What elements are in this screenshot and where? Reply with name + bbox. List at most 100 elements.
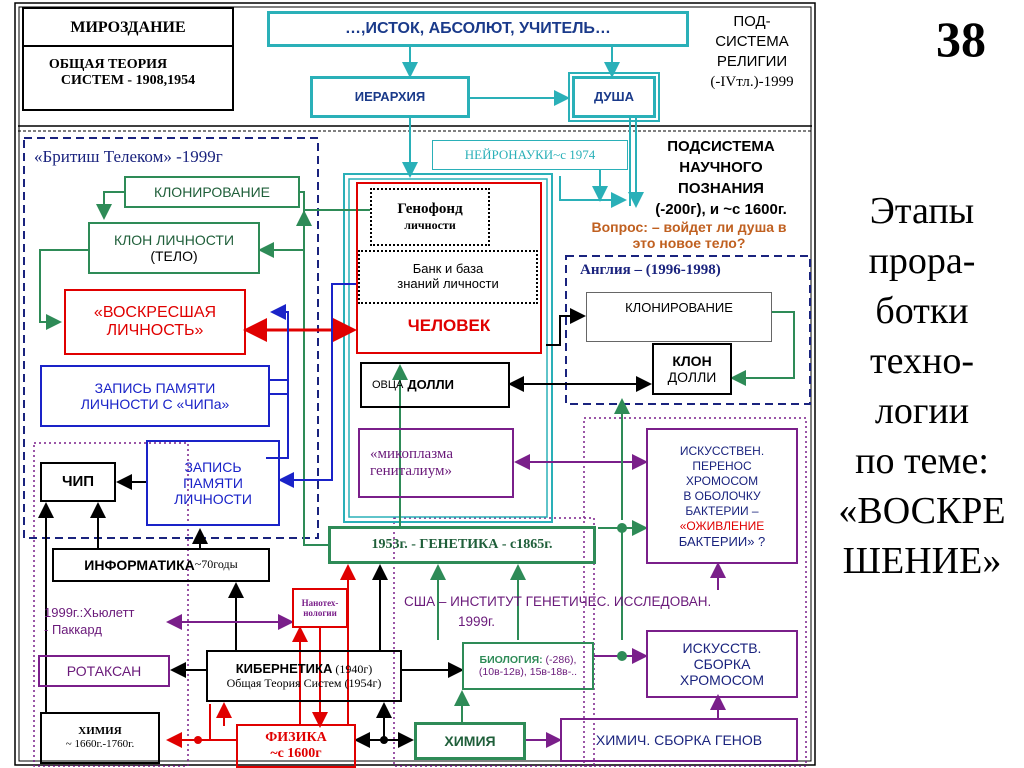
- science-line-1: ПОДСИСТЕМА: [667, 138, 775, 155]
- memory-chip-box: ЗАПИСЬ ПАМЯТИ ЛИЧНОСТИ С «ЧИПа»: [40, 365, 270, 427]
- genetics-up-line: [303, 250, 328, 546]
- hp-line-2: - Паккард: [44, 622, 102, 637]
- title-line-2: прора-: [868, 240, 976, 282]
- transfer-line-3: ХРОМОСОМ: [685, 473, 759, 488]
- human-label: ЧЕЛОВЕК: [407, 316, 491, 336]
- purple-region-left: [33, 442, 189, 767]
- chem-genes-box: ХИМИЧ. СБОРКА ГЕНОВ: [560, 718, 798, 762]
- transfer-box: ИСКУССТВЕН. ПЕРЕНОС ХРОМОСОМ В ОБОЛОЧКУ …: [646, 428, 798, 564]
- genofond-to-cloning-line: [300, 191, 305, 210]
- memory-chip-to-resurrected-line: [268, 304, 289, 395]
- british-title: «Бритиш Телеком» -1999г: [34, 147, 223, 166]
- england-region: [565, 255, 811, 405]
- clone-line-1: КЛОН ЛИЧНОСТИ: [113, 231, 235, 248]
- neuro-box: НЕЙРОНАУКИ~с 1974: [432, 140, 628, 170]
- physics-box: ФИЗИКА ~с 1600г: [236, 724, 356, 768]
- neuro-label: НЕЙРОНАУКИ~с 1974: [464, 146, 596, 162]
- red-junction: [194, 736, 202, 744]
- nano-line-1: Нанотех-: [301, 597, 339, 608]
- question-text: Вопрос: – войдет ли душа в это новое тел…: [556, 219, 822, 251]
- science-subsystem: ПОДСИСТЕМА НАУЧНОГО ПОЗНАНИЯ (-200г), и …: [636, 136, 806, 220]
- bio-years-1: (-286),: [545, 653, 577, 666]
- informatics-label: ИНФОРМАТИКА: [84, 556, 195, 573]
- general-theory-line-2: СИСТЕМ - 1908,1954: [60, 73, 196, 89]
- nano-box: Нанотех- нологии: [292, 588, 348, 628]
- bio-box: БИОЛОГИЯ: (-286), (10в-12в), 15в-18в-..: [462, 642, 594, 690]
- title-line-3: ботки: [875, 290, 969, 332]
- genofond-line-1: Генофонд: [397, 201, 463, 218]
- genofond-line-2: личности: [404, 217, 456, 232]
- religion-subsystem: ПОД- СИСТЕМА РЕЛИГИИ (-IVтл.)-1999: [690, 12, 814, 92]
- mirozdanie-divider: [23, 45, 233, 48]
- center-region-outer: [343, 173, 553, 523]
- human-box: ЧЕЛОВЕК: [356, 182, 542, 354]
- usa-line-2: 1999г.: [458, 614, 496, 629]
- title-line-5: логии: [874, 390, 970, 432]
- clone-personality-box: КЛОН ЛИЧНОСТИ (ТЕЛО): [88, 222, 260, 274]
- mirozdanie-label: МИРОЗДАНИЕ: [70, 19, 186, 36]
- connector-layer: [14, 2, 816, 767]
- cyber-line-1: КИБЕРНЕТИКА (1940г): [236, 661, 373, 677]
- england-title: Англия – (1996-1998): [580, 262, 721, 278]
- bottom-chemistry-label: ХИМИЯ: [444, 732, 496, 749]
- bank-line-1: Банк и база: [412, 261, 484, 277]
- title-line-6: по теме:: [855, 440, 989, 482]
- bio-line-2: (10в-12в), 15в-18в-..: [478, 666, 578, 678]
- hierarchy-label: ИЕРАРХИЯ: [354, 88, 426, 104]
- resurrected-box: «ВОСКРЕСШАЯ ЛИЧНОСТЬ»: [64, 289, 246, 355]
- genetics-label: 1953г. - ГЕНЕТИКА - с1865г.: [371, 536, 553, 552]
- genofond-to-clone-line: [258, 209, 370, 258]
- clone-dolly-box: КЛОН ДОЛЛИ: [652, 343, 732, 395]
- assembly-box: ИСКУССТВ. СБОРКА ХРОМОСОМ: [646, 630, 798, 698]
- bio-line-1: БИОЛОГИЯ: (-286),: [480, 654, 577, 666]
- genetics-box: 1953г. - ГЕНЕТИКА - с1865г.: [328, 526, 596, 564]
- bio-label: БИОЛОГИЯ:: [479, 653, 543, 666]
- religion-line-1: ПОД-: [733, 13, 771, 30]
- rotaxane-label: РОТАКСАН: [66, 662, 142, 679]
- rotaxane-box: РОТАКСАН: [38, 655, 170, 687]
- science-line-4: (-200г), и ~с 1600г.: [655, 201, 787, 218]
- title-line-8: ШЕНИЕ»: [842, 540, 1002, 582]
- cyber-line-2: Общая Теория Систем (1954г): [226, 675, 382, 690]
- cloning-to-clone-line: [96, 191, 124, 220]
- left-chemistry-label: ХИМИЯ: [78, 725, 122, 738]
- bank-to-memory-line: [278, 283, 358, 488]
- chip-box: ЧИП: [40, 462, 116, 502]
- assembly-line-1: ИСКУССТВ.: [682, 639, 762, 656]
- purple-region-bottom: [393, 517, 595, 767]
- informatics-years: ~70годы: [194, 557, 238, 572]
- chip-label: ЧИП: [61, 473, 95, 491]
- assembly-line-3: ХРОМОСОМ: [679, 672, 765, 689]
- title-line-4: техно-: [870, 340, 974, 382]
- clone-dolly-line-2: ДОЛЛИ: [667, 369, 717, 385]
- usa-text: США – ИНСТИТУТ ГЕНЕТИЧЕС. ИССЛЕДОВАН. 19…: [404, 592, 711, 632]
- left-chemistry-box: ХИМИЯ ~ 1660г.-1760г.: [40, 712, 160, 764]
- clone-dolly-line-1: КЛОН: [672, 352, 712, 369]
- science-line-2: НАУЧНОГО: [679, 159, 763, 176]
- bank-box: Банк и база знаний личности: [358, 250, 538, 304]
- slide-title: Этапы прора- ботки техно- логии по теме:…: [822, 186, 1022, 586]
- mycoplasma-box: «микоплазма гениталиум»: [358, 428, 514, 498]
- physics-line-1: ФИЗИКА: [265, 729, 327, 745]
- usa-line-1: США – ИНСТИТУТ ГЕНЕТИЧЕС. ИССЛЕДОВАН.: [404, 594, 712, 609]
- informatics-box: ИНФОРМАТИКА ~70годы: [52, 548, 270, 582]
- soul-box: ДУША: [568, 72, 660, 122]
- chip-memory-line-2: ПАМЯТИ: [183, 474, 243, 491]
- resurrected-line-2: ЛИЧНОСТЬ»: [106, 322, 204, 339]
- chem-genes-label: ХИМИЧ. СБОРКА ГЕНОВ: [595, 731, 763, 748]
- page-number: 38: [936, 11, 986, 67]
- chip-memory-box: ЗАПИСЬ ПАМЯТИ ЛИЧНОСТИ: [146, 440, 280, 526]
- religion-line-3: РЕЛИГИИ: [716, 53, 788, 70]
- transfer-line-6: «ОЖИВЛЕНИЕ: [679, 518, 765, 533]
- religion-line-2: СИСТЕМА: [715, 33, 789, 50]
- hp-text: 1999г.:Хьюлетт - Паккард: [44, 604, 135, 638]
- chip-memory-line-1: ЗАПИСЬ: [184, 458, 242, 475]
- question-line-2: это новое тело?: [632, 235, 746, 251]
- clone-line-2: (ТЕЛО): [150, 248, 198, 264]
- mycoplasma-line-2: гениталиум»: [370, 463, 453, 479]
- dolly-sheep-prefix: ОВЦА: [372, 378, 404, 391]
- question-line-1: Вопрос: – войдет ли душа в: [591, 219, 787, 235]
- physics-line-2: ~с 1600г: [270, 746, 322, 761]
- dolly-sheep-name: ДОЛЛИ: [407, 376, 455, 392]
- hierarchy-box: ИЕРАРХИЯ: [310, 76, 470, 118]
